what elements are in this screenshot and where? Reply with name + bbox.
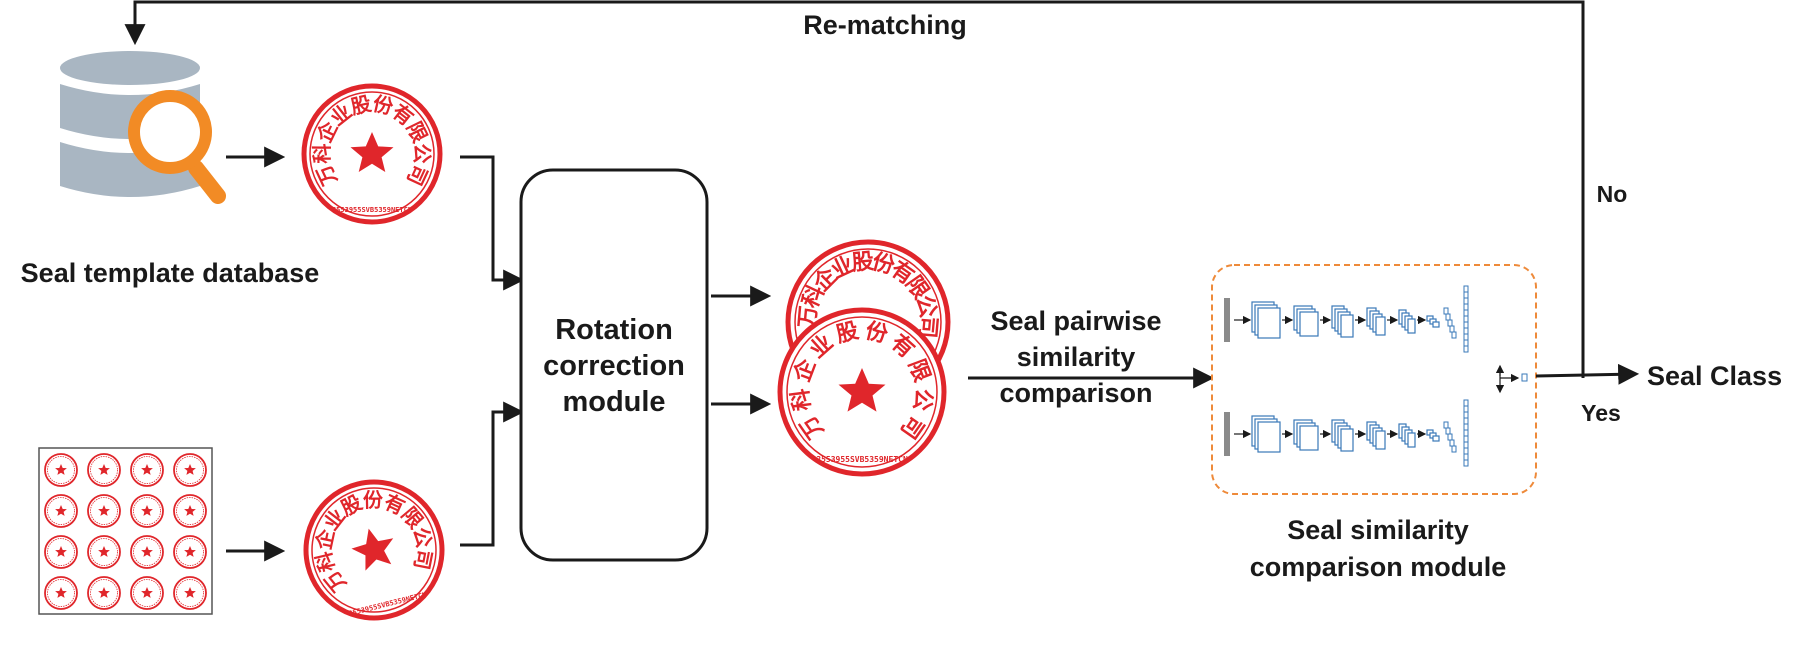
seal-ring-char: 司 <box>409 547 436 571</box>
arrow-to-seal-class <box>1535 363 1640 385</box>
aligned-seal-pair: 万科企业股份有限公司 万科企业股份有限公司 3553955SVВ5359NETC… <box>777 239 951 477</box>
seal-ring-char: 份 <box>363 488 384 512</box>
seal-code-text: 3553955SVВ5359NETCN <box>332 206 412 214</box>
seal-ring-char: 股 <box>851 248 875 276</box>
arrow-template-to-rotation <box>460 155 525 291</box>
seal-ring-char: 科 <box>311 549 339 574</box>
rematching-loop: Re-matching No <box>124 0 1628 378</box>
pairwise-label-line2: similarity <box>1017 342 1136 372</box>
similarity-comparison-module: Seal similarity comparison module <box>1211 264 1537 582</box>
seal-ring-char: 科 <box>310 143 334 163</box>
module-label-line1: Seal similarity <box>1287 515 1469 545</box>
pairwise-label-line3: comparison <box>999 378 1152 408</box>
pairwise-label-line1: Seal pairwise <box>990 306 1161 336</box>
seal-template-database-label: Seal template database <box>21 258 320 288</box>
seal-ring-char: 司 <box>402 161 432 189</box>
rotation-label-line2: correction <box>543 350 685 382</box>
cnn-network-icon <box>1224 286 1528 466</box>
seal-code-text: 3553955SVВ5359NETCN <box>816 455 908 464</box>
rematching-arrow <box>124 0 1585 378</box>
aligned-seal-front: 万科企业股份有限公司 3553955SVВ5359NETCN <box>777 307 947 477</box>
seal-ring-char: 公 <box>908 387 937 412</box>
no-label: No <box>1597 181 1628 207</box>
seal-ring-char: 万 <box>312 161 343 190</box>
rematching-label: Re-matching <box>803 10 967 40</box>
pairwise-comparison: Seal pairwise similarity comparison <box>968 306 1215 408</box>
module-label-line2: comparison module <box>1250 552 1507 582</box>
query-seal-sheet <box>38 447 213 615</box>
rotation-correction-module: Rotation correction module <box>519 168 709 562</box>
seal-ring-char: 股 <box>348 91 373 119</box>
seal-ring-char: 公 <box>410 143 434 163</box>
database-search-icon <box>60 51 226 204</box>
rotation-label-line3: module <box>562 386 665 418</box>
seal-ring-char: 科 <box>787 387 816 412</box>
yes-label: Yes <box>1581 400 1621 426</box>
seal-class-label: Seal Class <box>1647 361 1782 391</box>
rotation-label-line1: Rotation <box>555 314 673 346</box>
arrow-query-to-rotation <box>460 401 525 547</box>
